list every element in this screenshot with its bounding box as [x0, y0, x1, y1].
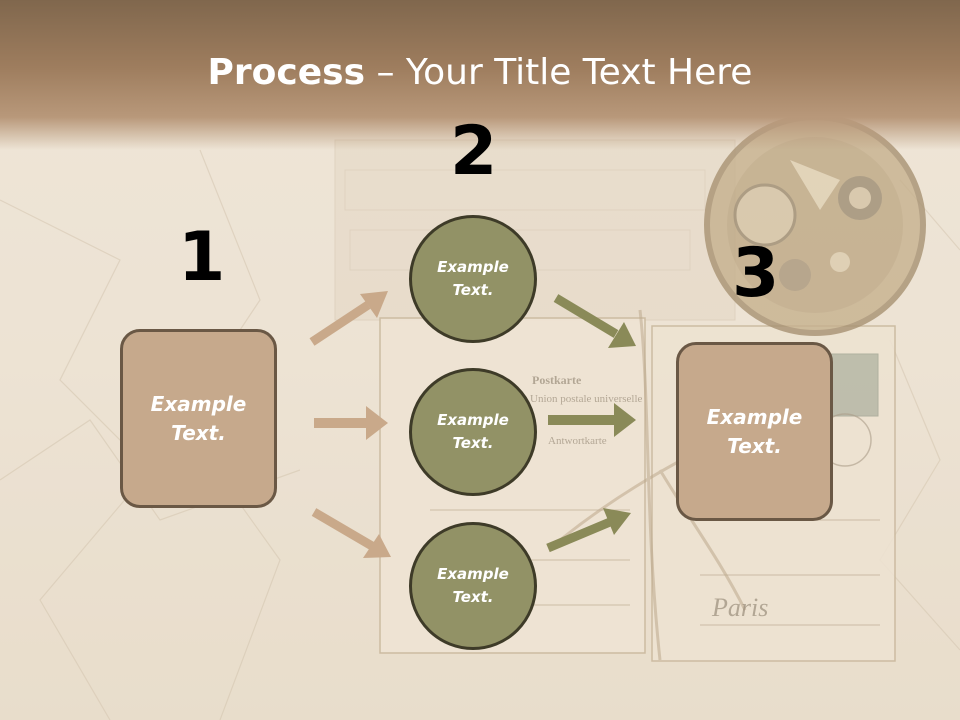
step-number-3: 3: [732, 234, 780, 313]
postcard-label: Postkarte: [532, 373, 582, 387]
step-1-box: Example Text.: [120, 329, 277, 508]
arrow-left-lower: [311, 508, 391, 558]
city-label: Paris: [711, 593, 768, 622]
union-label: Union postale universelle: [530, 393, 643, 405]
stamp: [827, 353, 879, 417]
step-2-circle-3: Example Text.: [409, 522, 537, 650]
arrow-right-middle: [548, 403, 636, 437]
slide-title: Process – Your Title Text Here: [0, 52, 960, 93]
step-2-circle-1: Example Text.: [409, 215, 537, 343]
title-bar: [0, 0, 960, 150]
arrow-left-upper: [309, 291, 388, 346]
pocket-watch: [704, 114, 926, 336]
arrow-left-middle: [314, 406, 388, 440]
arrow-right-lower: [546, 508, 631, 553]
title-bold: Process: [207, 52, 366, 93]
karte-label: Antwortkarte: [548, 435, 607, 447]
step-2-circle-2: Example Text.: [409, 368, 537, 496]
step-number-2: 2: [450, 112, 498, 191]
step-3-box: Example Text.: [676, 342, 833, 521]
arrow-right-upper: [553, 294, 636, 348]
title-rest: – Your Title Text Here: [365, 52, 753, 93]
step-number-1: 1: [178, 218, 226, 297]
